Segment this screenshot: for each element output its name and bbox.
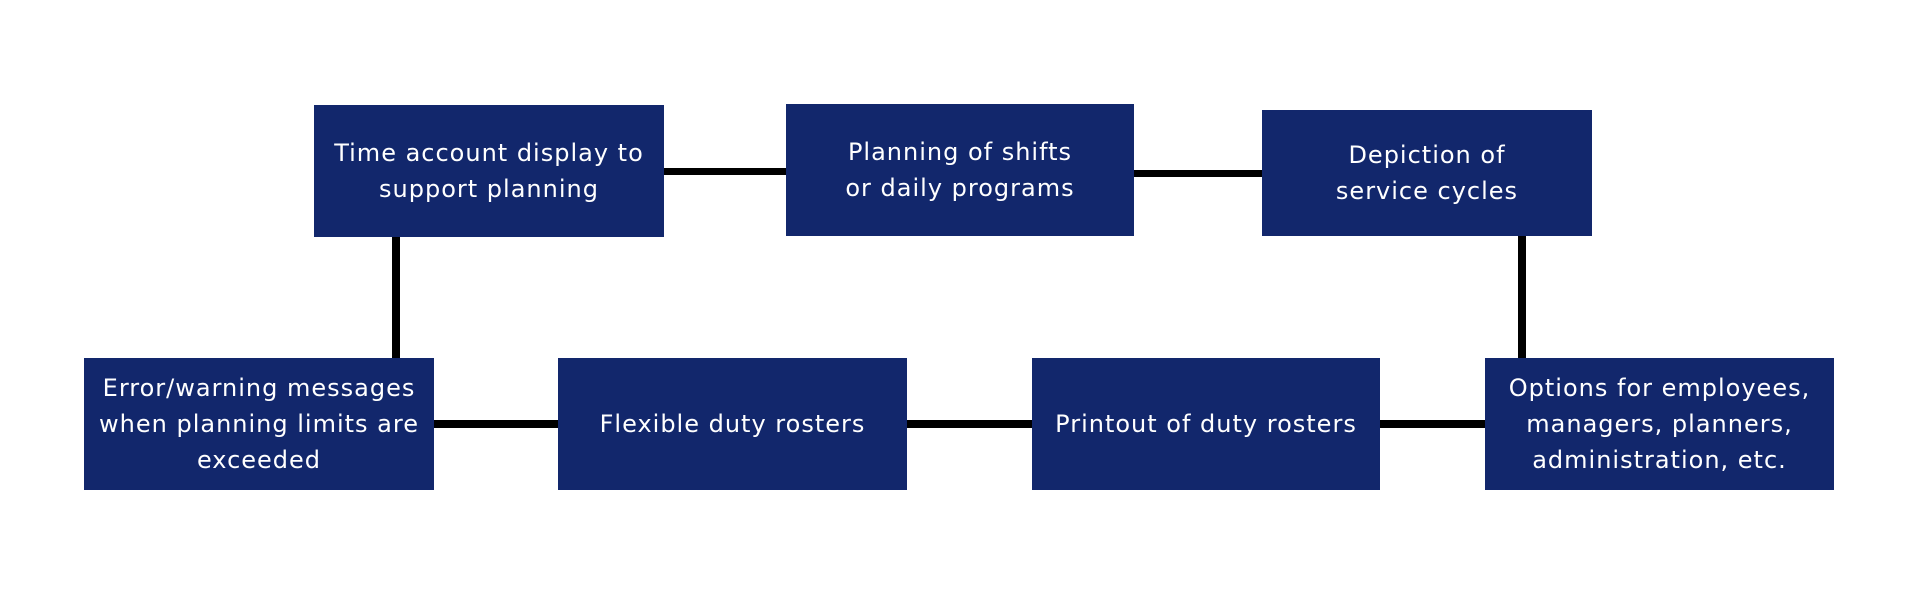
connector-service-cycles-to-options [1518, 235, 1526, 359]
connector-planning-to-service-cycles [1134, 170, 1262, 177]
connector-error-warning-to-flexible [434, 420, 558, 428]
node-planning-of-shifts: Planning of shifts or daily programs [786, 104, 1134, 236]
node-flexible-duty-rosters: Flexible duty rosters [558, 358, 907, 490]
connector-flexible-to-printout [907, 420, 1032, 428]
connector-time-account-to-planning [664, 168, 786, 175]
node-error-warning-messages: Error/warning messages when planning lim… [84, 358, 434, 490]
connector-printout-to-options [1380, 420, 1485, 428]
node-printout-of-duty-rosters: Printout of duty rosters [1032, 358, 1380, 490]
node-depiction-of-service-cycles: Depiction of service cycles [1262, 110, 1592, 236]
node-options-for-roles: Options for employees, managers, planner… [1485, 358, 1834, 490]
node-time-account-display: Time account display to support planning [314, 105, 664, 237]
connector-time-account-to-error-warning [392, 236, 400, 358]
